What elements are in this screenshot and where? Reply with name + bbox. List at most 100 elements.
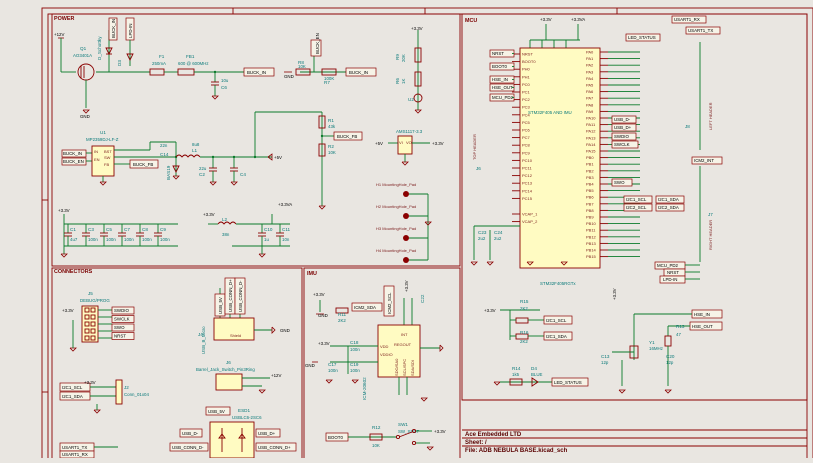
c19-value: 100n — [350, 368, 360, 373]
mcu-vcap: C23 2u2 C24 2u2 — [470, 225, 568, 266]
mcu-left-pin-label: PC6 — [522, 128, 531, 133]
j6-ref: J6 — [476, 166, 481, 171]
flag-mcu-pd2-text: MCU_PD2 — [657, 263, 679, 268]
mcu-right-pin-label: PA13 — [586, 135, 596, 140]
svg-text:+3.3V: +3.3V — [62, 308, 74, 313]
r8-value: 10K — [298, 64, 306, 69]
l2-value: 38n — [222, 232, 230, 237]
j5-header-body — [81, 305, 99, 343]
u4-pin-sda: SDA/SDI — [410, 360, 415, 376]
u4-pin-vddio: VDDIO — [380, 352, 393, 357]
mcu-right-pin-label: PB2 — [586, 168, 594, 173]
j5-pin-left — [84, 335, 90, 341]
svg-text:GND: GND — [284, 74, 294, 79]
r1-value: 43k — [328, 124, 336, 129]
caps-row-components: C14u7C3100nC5100nC7100nC8100nC9100nC101u… — [64, 224, 291, 246]
mcu-power-rails: +3.3V +3.3VA — [529, 17, 585, 48]
mounting-hole-4 — [403, 257, 409, 263]
ldo-regulator: +5V U2 AMS1117-3.3 VI VO +3.3V — [375, 97, 444, 166]
flag-buck-fb — [129, 159, 159, 169]
hole-h2: H2 MountingHole_Pad — [376, 204, 416, 209]
l1-inductor — [175, 154, 201, 158]
svg-text:+3.3VA: +3.3VA — [278, 202, 292, 207]
y1-value: 16MHz — [649, 346, 663, 351]
flag-usb-dm-esd-text: USB_D- — [182, 431, 199, 436]
u1-value: MP2359DJ-LF-Z — [86, 137, 119, 142]
d4-ref: D4 — [531, 366, 537, 371]
svg-text:BUCK_FB: BUCK_FB — [337, 134, 357, 139]
mcu-right-pin-label: PB4 — [586, 182, 594, 187]
esd1-value: USBLC6-2SC6 — [232, 415, 262, 420]
mcu-left-pin-label: PC13 — [522, 181, 533, 186]
l1-ref: L1 — [192, 148, 198, 153]
mounting-hole-2 — [403, 213, 409, 219]
cap-ref: C5 — [106, 227, 112, 232]
mcu-left-pin-label: BOOT0 — [522, 59, 536, 64]
r9-ref: R9 — [395, 54, 400, 60]
hole-h4: H4 MountingHole_Pad — [376, 248, 416, 253]
mounting-hole-3 — [403, 235, 409, 241]
connectors-section-box — [51, 267, 303, 463]
l2-inductor — [217, 221, 237, 225]
j4-value: USB_B_Micro — [201, 326, 206, 354]
c2-value: 22u — [199, 166, 207, 171]
c20-ref: C20 — [666, 354, 675, 359]
flag-usb-dp-esd-text: USB_D+ — [258, 431, 276, 436]
u3-stm32-body — [519, 47, 601, 269]
mcu-right-pin-label: PB0 — [586, 155, 594, 160]
j2-ref: J2 — [124, 385, 129, 390]
svg-text:BUCK_IN: BUCK_IN — [63, 151, 82, 156]
c13-ref: C13 — [601, 354, 610, 359]
mcu-left-flag-text: HSE_OUT — [492, 85, 513, 90]
mcu-right-pin-label: PB8 — [586, 208, 594, 213]
j5-pin-right — [90, 307, 96, 313]
r8-ref: R8 — [298, 60, 304, 65]
c14-ref: C14 — [160, 152, 169, 157]
cap-ref: C10 — [264, 227, 273, 232]
u4-icm20602-body — [377, 324, 421, 378]
mcu-right-pin-label: PB12 — [586, 234, 597, 239]
power-section-title: POWER — [54, 16, 74, 22]
title-sheet: Sheet: / — [465, 440, 487, 446]
buck-enable-divider: GND R8 10K BUCK_EN R7 100K BUCK_IN +3.3V… — [284, 26, 423, 114]
mcu-left-pin-label: PH1 — [522, 74, 531, 79]
flag-hse-in-text: HSE_IN — [694, 312, 710, 317]
mcu-right-pin-label: PA1 — [586, 56, 594, 61]
mcu-3v3a-label: +3.3VA — [571, 17, 585, 22]
flag-i2c1-sda-pullup — [543, 331, 573, 341]
feedback-divider: R1 43k BUCK_FB R2 10K — [318, 112, 363, 210]
r2-ref: R2 — [328, 144, 334, 149]
mcu-left-flag-text: HSE_IN — [492, 77, 508, 82]
j4-usb-body — [213, 317, 255, 341]
imu-i2c-pullups: +3.3V GND R11 2K2 ICM2_SDA ICM2_SCL +3.3… — [313, 280, 425, 325]
mcu-right-pin-label: PB9 — [586, 215, 594, 220]
c2-ref: C2 — [199, 172, 205, 177]
flag-hse-out-text: HSE_OUT — [692, 324, 713, 329]
flag-usb-conn-dm-j4-text: USB_CONN_D- — [238, 280, 243, 312]
border-ticks — [42, 8, 618, 393]
flag-usart1-tx-conn-text: USART1_TX — [62, 445, 87, 450]
cap-value: 4u7 — [70, 237, 78, 242]
u4-pin-vdd: VDD — [380, 344, 389, 349]
mcu-right-flag — [623, 203, 653, 212]
mcu-left-pin-label: PC9 — [522, 150, 531, 155]
cap-ref: C3 — [88, 227, 94, 232]
mcu-3v3-label: +3.3V — [540, 17, 552, 22]
mcu-right-flag — [671, 15, 707, 24]
j5-pin-right — [90, 328, 96, 334]
flag-usb-dm-esd — [179, 428, 203, 438]
f1-value: 250mA — [152, 61, 166, 66]
flag-led-status-text: LED_STATUS — [554, 380, 582, 385]
plus5v-label: +5V — [274, 155, 282, 160]
flag-buck-in-top — [108, 17, 118, 41]
cap-ref: C8 — [142, 227, 148, 232]
mcu-right-flag — [611, 123, 637, 132]
mcu-left-pin-label: PC1 — [522, 90, 531, 95]
flag-buck-in-text: BUCK_IN — [247, 70, 266, 75]
r11-value: 2K2 — [338, 318, 346, 323]
u4-pin-scl: SCL/SPC — [402, 359, 407, 376]
supply-12v-label: +12V — [54, 32, 64, 37]
buck-converter: BUCK_IN BUCK_EN U1 MP2359DJ-LF-Z IN EN B… — [61, 111, 322, 186]
j5-pin-left — [84, 314, 90, 320]
